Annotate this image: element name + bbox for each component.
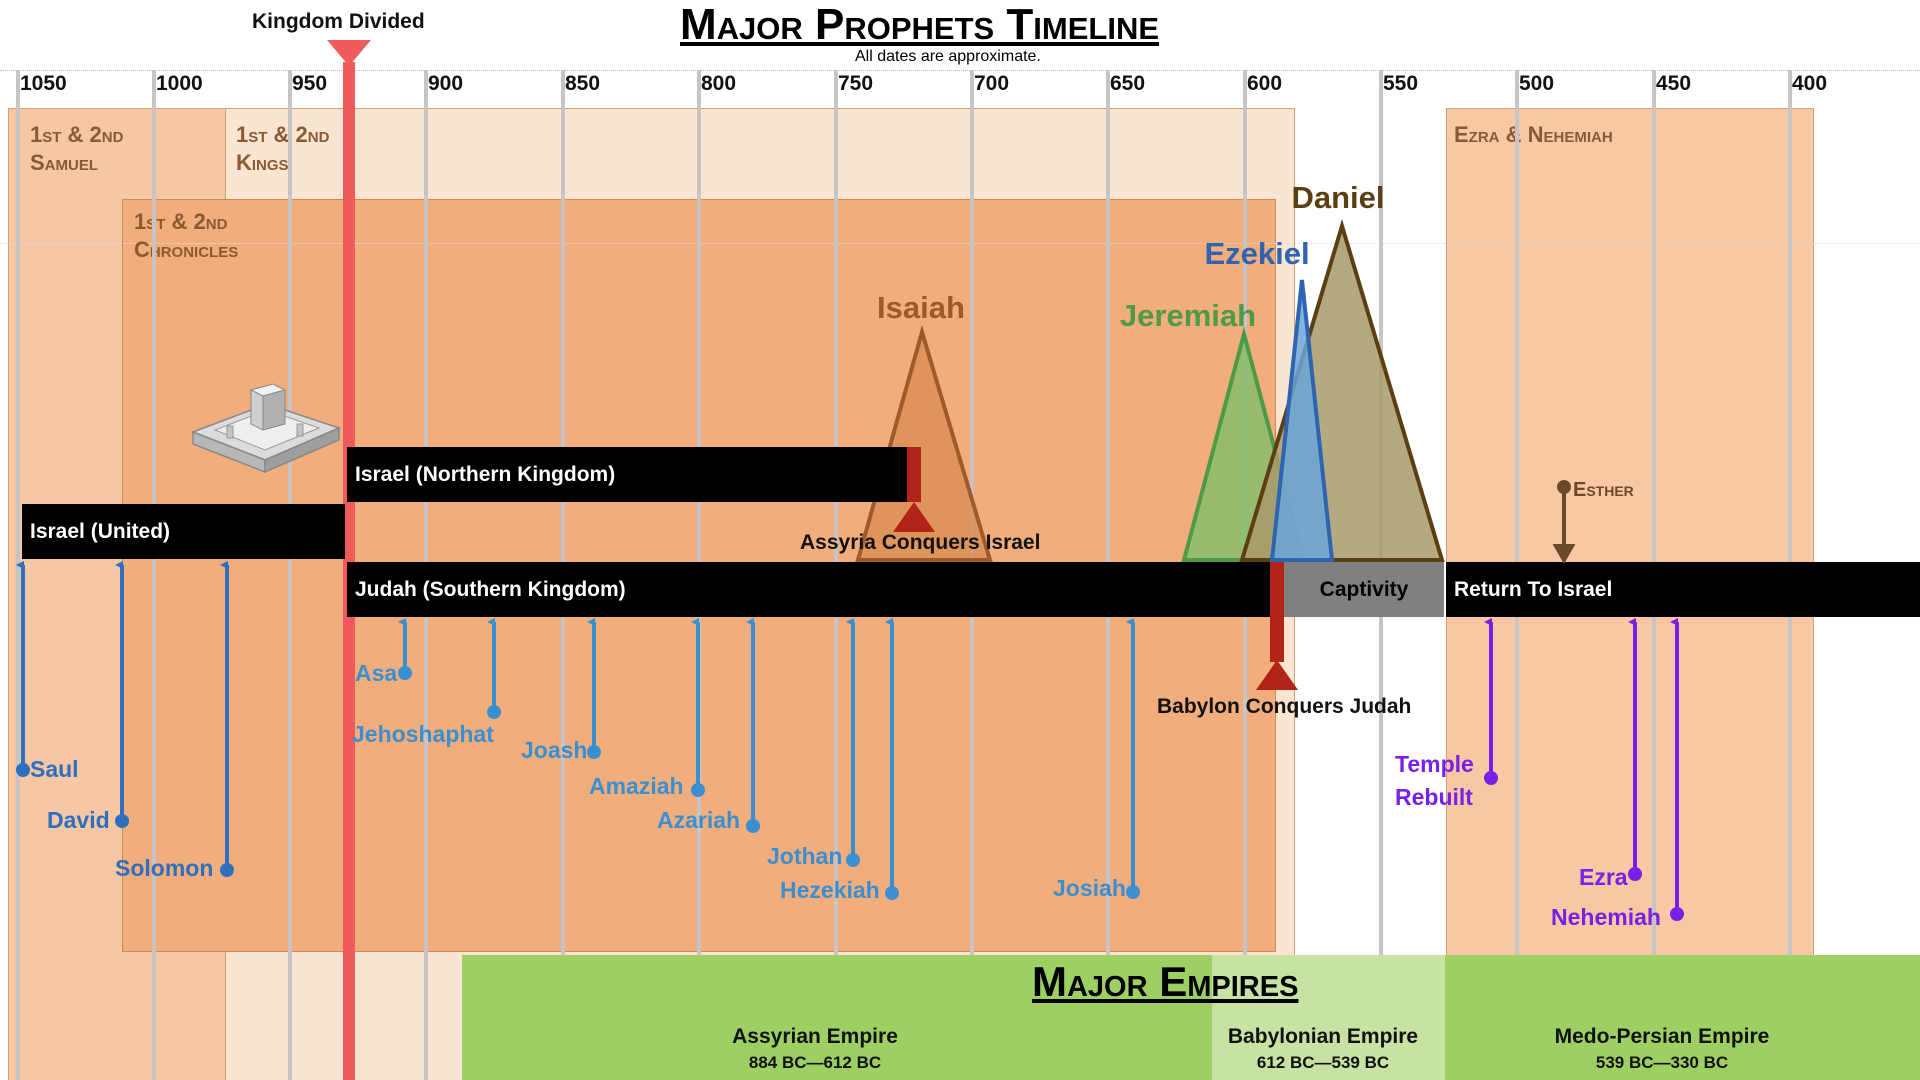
- guide-line: [0, 70, 1920, 71]
- king-label-jehoshaphat: Jehoshaphat: [352, 721, 494, 747]
- empire-band-assyrian: [462, 955, 1212, 1080]
- kingdom-divided-marker: [327, 40, 371, 66]
- empire-name-medo-persian: Medo-Persian Empire: [1554, 1025, 1770, 1048]
- label-temple-rebuilt: Temple Rebuilt: [1395, 751, 1474, 810]
- king-label-jothan: Jothan: [767, 843, 843, 869]
- kingdom-divided-label: Kingdom Divided: [252, 10, 425, 33]
- empire-dates-babylonian: 612 BC—539 BC: [1256, 1053, 1390, 1072]
- prophet-name-isaiah: Isaiah: [877, 290, 965, 325]
- empires-title: Major Empires: [1032, 958, 1299, 1005]
- king-label-david: David: [47, 807, 110, 833]
- tick-label: 550: [1383, 72, 1419, 95]
- bar-return-to-israel: Return To Israel: [1446, 562, 1920, 617]
- assyria-conquest-marker: [907, 447, 921, 502]
- esther-label: Esther: [1573, 479, 1634, 501]
- book-label-samuel: 1st & 2nd Samuel: [30, 122, 124, 175]
- tick-label: 900: [428, 72, 464, 95]
- bar-israel-united: Israel (United): [22, 504, 345, 559]
- bar-captivity: Captivity: [1284, 562, 1444, 617]
- empire-name-babylonian: Babylonian Empire: [1227, 1025, 1419, 1048]
- assyria-conquest-triangle: [893, 502, 935, 532]
- book-label-ezra-nehemiah: Ezra & Nehemiah: [1454, 122, 1613, 147]
- babylon-conquers-label: Babylon Conquers Judah: [1157, 695, 1412, 718]
- prophet-name-ezekiel: Ezekiel: [1204, 236, 1310, 271]
- empire-band-babylonian: [1212, 955, 1445, 1080]
- label-nehemiah: Nehemiah: [1551, 904, 1661, 930]
- guide-line: [0, 243, 1920, 244]
- bar-israel-northern: Israel (Northern Kingdom): [347, 447, 907, 502]
- tick-label: 400: [1792, 72, 1828, 95]
- empire-band-medo-persian: [1445, 955, 1920, 1080]
- prophet-name-jeremiah: Jeremiah: [1119, 298, 1257, 333]
- king-label-saul: Saul: [30, 756, 79, 782]
- king-label-josiah: Josiah: [1053, 875, 1126, 901]
- tick-label: 1050: [20, 72, 67, 95]
- page-title: Major Prophets Timeline: [680, 0, 1160, 49]
- babylon-conquest-triangle: [1256, 660, 1298, 690]
- tick-label: 650: [1110, 72, 1146, 95]
- king-label-joash: Joash: [521, 737, 588, 763]
- tick-label: 850: [565, 72, 601, 95]
- gridline-950: [288, 70, 292, 1080]
- tick-label: 450: [1656, 72, 1692, 95]
- tick-label: 800: [701, 72, 737, 95]
- prophet-name-daniel: Daniel: [1291, 180, 1385, 215]
- king-label-azariah: Azariah: [657, 807, 741, 833]
- empire-dates-medo-persian: 539 BC—330 BC: [1595, 1053, 1729, 1072]
- king-label-hezekiah: Hezekiah: [780, 877, 880, 903]
- babylon-conquest-marker: [1270, 562, 1284, 662]
- tick-label: 500: [1519, 72, 1555, 95]
- empire-dates-assyrian: 884 BC—612 BC: [748, 1053, 882, 1072]
- king-label-amaziah: Amaziah: [589, 773, 684, 799]
- gridline-1000: [152, 70, 156, 1080]
- king-label-solomon: Solomon: [115, 855, 214, 881]
- tick-label: 1000: [156, 72, 203, 95]
- label-ezra: Ezra: [1579, 864, 1628, 890]
- bar-judah-southern: Judah (Southern Kingdom): [347, 562, 1270, 617]
- temple-model-icon: [190, 383, 342, 474]
- book-label-kings: 1st & 2nd Kings: [236, 122, 330, 175]
- gridline-1050: [16, 70, 20, 1080]
- tick-label: 750: [838, 72, 874, 95]
- assyria-conquers-label: Assyria Conquers Israel: [800, 531, 1041, 554]
- isaiah-triangle: [855, 324, 993, 562]
- king-label-asa: Asa: [355, 660, 398, 686]
- empire-name-assyrian: Assyrian Empire: [732, 1025, 898, 1048]
- tick-label: 600: [1247, 72, 1283, 95]
- ezekiel-triangle: [1269, 279, 1335, 562]
- book-label-chronicles: 1st & 2nd Chronicles: [134, 209, 239, 262]
- page-subtitle: All dates are approximate.: [855, 48, 1041, 65]
- tick-label: 950: [292, 72, 328, 95]
- tick-label: 700: [974, 72, 1010, 95]
